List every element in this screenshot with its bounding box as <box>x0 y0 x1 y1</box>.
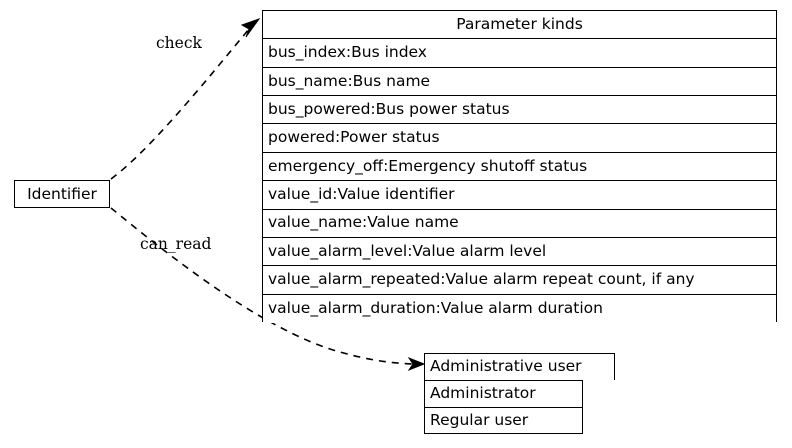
edge-label-check: check <box>156 34 202 52</box>
parameter-kinds-row: value_name:Value name <box>263 209 776 238</box>
parameter-kinds-row: value_alarm_duration:Value alarm duratio… <box>263 294 776 323</box>
parameter-kinds-row: bus_powered:Bus power status <box>263 96 776 125</box>
admin-user-row: Regular user <box>424 407 583 434</box>
parameter-kinds-row: value_id:Value identifier <box>263 181 776 210</box>
edge-can-read-arrowhead <box>407 356 426 372</box>
parameter-kinds-row: value_alarm_repeated:Value alarm repeat … <box>263 266 776 295</box>
parameter-kinds-row: bus_name:Bus name <box>263 67 776 97</box>
admin-user-title: Administrative user <box>424 353 615 380</box>
edge-check-arrowhead <box>240 17 261 38</box>
parameter-kinds-row: powered:Power status <box>263 124 776 153</box>
parameter-kinds-row: bus_index:Bus index <box>263 39 776 68</box>
parameter-kinds-row: value_alarm_level:Value alarm level <box>263 237 776 267</box>
edge-label-can-read: can_read <box>140 235 212 253</box>
node-administrative-user[interactable]: Administrative user Administrator Regula… <box>424 353 615 434</box>
node-identifier[interactable]: Identifier <box>14 180 110 208</box>
parameter-kinds-title: Parameter kinds <box>263 11 776 40</box>
admin-user-row: Administrator <box>424 380 583 407</box>
parameter-kinds-row: emergency_off:Emergency shutoff status <box>263 152 776 182</box>
node-parameter-kinds[interactable]: Parameter kinds bus_index:Bus index bus_… <box>262 10 777 323</box>
